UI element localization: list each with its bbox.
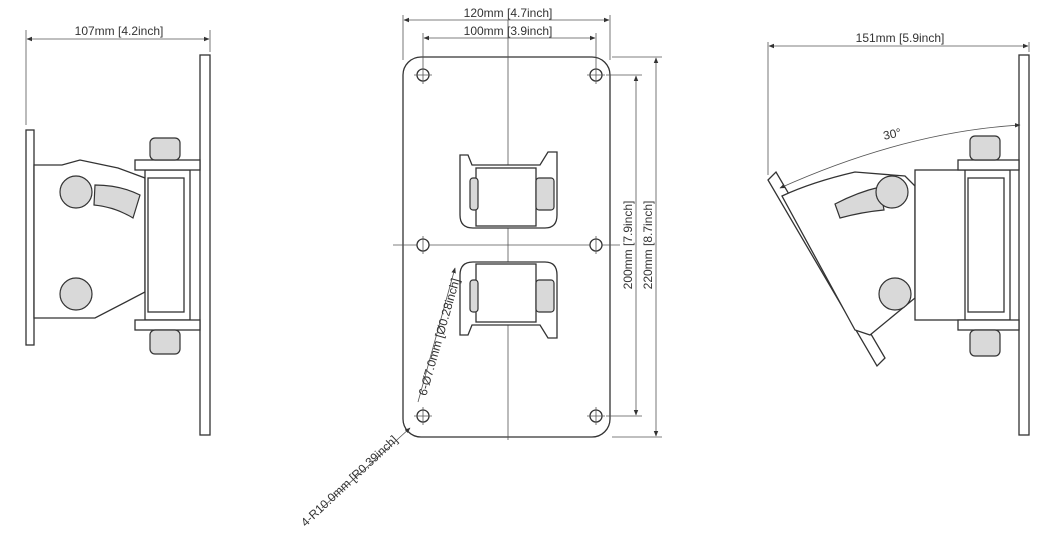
hinge-bracket-bottom [134, 319, 201, 331]
pivot-bolt-lower-tilted [878, 277, 912, 311]
hinge-lower [459, 261, 558, 339]
hinge-body-tilted [967, 177, 1005, 313]
hinge-bracket-top-tilted [957, 159, 1020, 171]
hinge-bracket-bottom-tilted [957, 319, 1020, 331]
callout-corner-radius: 4-R10.0mm [R0.39inch] [298, 433, 400, 530]
tilted-side-view: 30° 151mm [5.9inch] [767, 31, 1030, 436]
hinge-cap-bottom-tilted [969, 329, 1001, 357]
front-view: 120mm [4.7inch] 100mm [3.9inch] 200mm [7… [298, 6, 662, 529]
tilt-angle-arc [779, 123, 1021, 189]
dimension-plate-height-holes: 200mm [7.9inch] [621, 201, 635, 290]
tilt-slot-tilted [834, 186, 885, 219]
dimension-plate-height-outer: 220mm [8.7inch] [641, 201, 655, 290]
dimension-plate-width-holes: 100mm [3.9inch] [464, 24, 553, 38]
plate-outline [402, 56, 611, 438]
side-view: 107mm [4.2inch] [25, 24, 211, 436]
dimension-plate-width-outer: 120mm [4.7inch] [464, 6, 553, 20]
hinge-body [147, 177, 185, 313]
tilt-slot [93, 184, 141, 219]
wall-plate-tilted [1018, 54, 1030, 436]
hinge-cap-top-tilted [969, 135, 1001, 161]
pivot-bolt-lower [59, 277, 93, 311]
mounting-holes [414, 66, 605, 425]
dimension-tilted-depth: 151mm [5.9inch] [856, 31, 945, 45]
hinge-bracket-top [134, 159, 201, 171]
hinge-link-tilted [914, 169, 971, 321]
hinge-cap-top [149, 137, 181, 161]
pivot-bolt-upper-tilted [875, 175, 909, 209]
wall-plate [199, 54, 211, 436]
dimension-side-depth: 107mm [4.2inch] [75, 24, 164, 38]
hinge-upper [459, 151, 558, 229]
mount-plate [25, 129, 35, 346]
hinge-cap-bottom [149, 329, 181, 355]
pivot-bolt-upper [59, 175, 93, 209]
dimension-tilt-angle: 30° [882, 125, 903, 143]
